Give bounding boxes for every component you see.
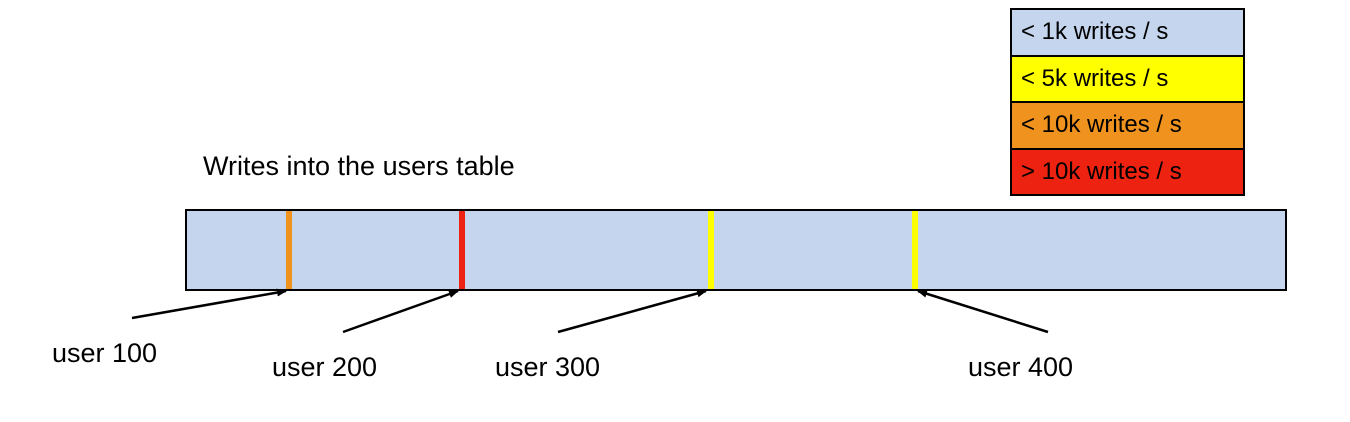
arrow-user-400	[917, 289, 1049, 334]
annotation-label-user-400: user 400	[968, 352, 1074, 382]
annotation-label-user-200: user 200	[272, 352, 378, 382]
users-table-band	[185, 209, 1287, 291]
annotation-label-user-100: user 100	[52, 338, 158, 368]
legend-row-under-1k: < 1k writes / s	[1012, 10, 1243, 57]
annotation-label-user-300: user 300	[495, 352, 601, 382]
marker-stripe-user-100	[286, 211, 292, 289]
legend-row-under-5k: < 5k writes / s	[1012, 56, 1243, 103]
legend-label-under-5k: < 5k writes / s	[1021, 64, 1169, 92]
legend-label-under-10k: < 10k writes / s	[1021, 111, 1182, 139]
legend: < 1k writes / s < 5k writes / s < 10k wr…	[1010, 8, 1245, 196]
legend-row-under-10k: < 10k writes / s	[1012, 103, 1243, 150]
arrow-user-300	[557, 289, 707, 334]
chart-title: Writes into the users table	[203, 151, 515, 181]
marker-stripe-user-400	[912, 211, 918, 289]
legend-row-over-10k: > 10k writes / s	[1012, 149, 1243, 194]
marker-stripe-user-200	[459, 211, 465, 289]
arrow-user-100	[131, 288, 287, 320]
legend-label-over-10k: > 10k writes / s	[1021, 157, 1182, 185]
marker-stripe-user-300	[708, 211, 714, 289]
legend-label-under-1k: < 1k writes / s	[1021, 18, 1169, 46]
arrow-user-200	[342, 289, 459, 334]
